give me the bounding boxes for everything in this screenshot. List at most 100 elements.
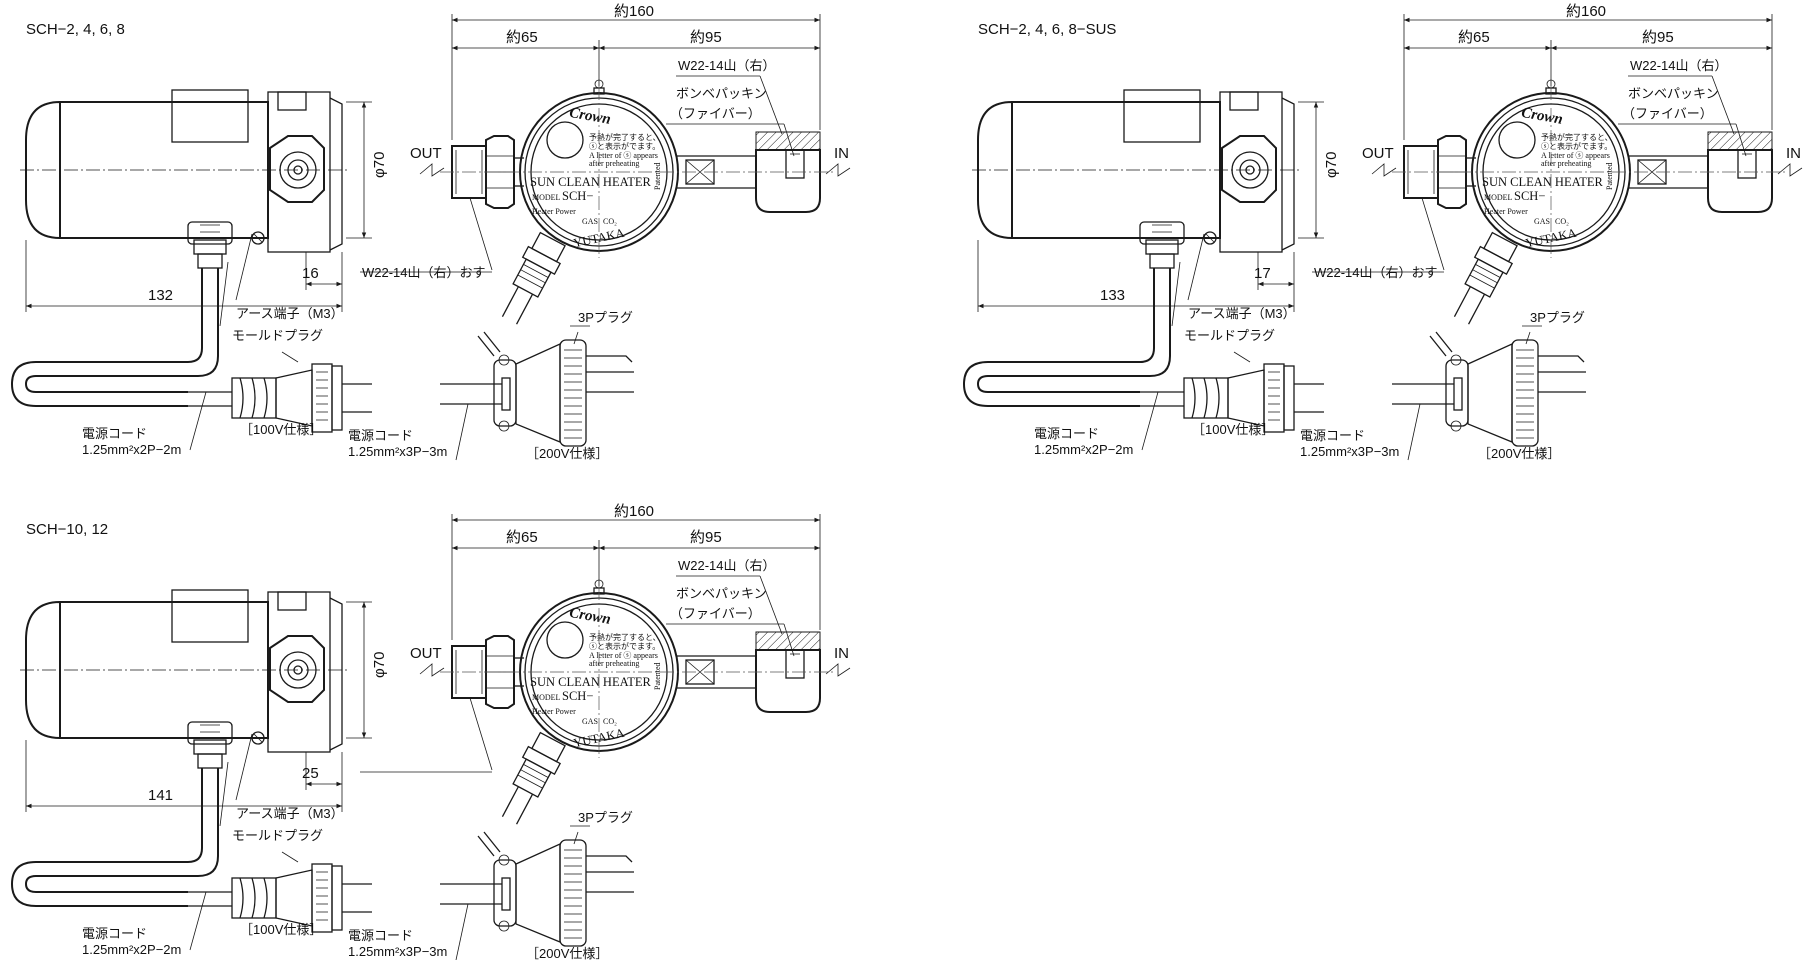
dim-left-label: 約65	[1458, 29, 1490, 46]
svg-text:SCH−: SCH−	[562, 689, 593, 703]
svg-text:MODEL: MODEL	[532, 693, 561, 702]
front-dims: 約160 約65 約95 W22-14山（右） ボンベパッキン （ファイバー）	[360, 503, 821, 773]
svg-text:after preheating: after preheating	[589, 159, 639, 168]
dim-total-label: 約160	[1566, 3, 1606, 20]
svg-text:Heater Power: Heater Power	[532, 707, 576, 716]
plug-200v: 3Pプラグ 電源コード 1.25mm²x3P−3m ［200V仕様］	[1300, 310, 1586, 461]
dim-offset-label: 16	[302, 265, 319, 282]
out-label: OUT	[1362, 145, 1394, 162]
title-label: SCH−2, 4, 6, 8−SUS	[978, 21, 1116, 38]
svg-text:GAS: GAS	[582, 217, 598, 226]
dim-total-label: 約160	[614, 503, 654, 520]
svg-text:MODEL: MODEL	[1484, 193, 1513, 202]
dim-total-label: 約160	[614, 3, 654, 20]
plug3p-label: 3Pプラグ	[578, 310, 633, 325]
cord100-spec-label: 1.25mm²x2P−2m	[82, 442, 181, 457]
gauge-brand: Crown	[1520, 105, 1564, 128]
variant-sch-2-4-6-8: SCH−2, 4, 6, 8	[10, 3, 851, 461]
dim-right-label: 約95	[1642, 29, 1674, 46]
svg-text:A letter of ⓢ appears: A letter of ⓢ appears	[589, 151, 658, 160]
cord-100v	[962, 268, 1324, 433]
dim-length-label: 141	[148, 787, 173, 804]
thread-top-label: W22-14山（右）	[678, 558, 776, 573]
svg-text:SUN CLEAN HEATER: SUN CLEAN HEATER	[530, 175, 651, 189]
dim-dia-label: φ70	[371, 652, 388, 678]
earth-label: アース端子（M3）	[236, 306, 344, 321]
out-label: OUT	[410, 645, 442, 662]
svg-text:after preheating: after preheating	[1541, 159, 1591, 168]
svg-text:Patented: Patented	[1605, 162, 1614, 190]
earth-label: アース端子（M3）	[1188, 306, 1296, 321]
svg-text:SUN CLEAN HEATER: SUN CLEAN HEATER	[1482, 175, 1603, 189]
packing-sub-label: （ファイバー）	[670, 606, 761, 621]
svg-text:SCH−: SCH−	[1514, 189, 1545, 203]
svg-text:ⓢと表示がでます。: ⓢと表示がでます。	[1541, 141, 1612, 151]
dim-left-label: 約65	[506, 529, 538, 546]
cord100-label: 電源コード	[1034, 426, 1099, 441]
cord200-spec-label: 1.25mm²x3P−3m	[1300, 444, 1399, 459]
packing-label: ボンベパッキン	[676, 586, 767, 601]
dim-right-label: 約95	[690, 529, 722, 546]
svg-text:after preheating: after preheating	[589, 659, 639, 668]
in-label: IN	[1786, 145, 1801, 162]
svg-text:Patented: Patented	[653, 162, 662, 190]
front-dims: 約160 約65 約95 W22-14山（右） ボンベパッキン （ファイバー） …	[1312, 3, 1773, 280]
mold-plug-label: モールドプラグ	[232, 828, 323, 843]
svg-text:予熱が完了すると、: 予熱が完了すると、	[589, 132, 661, 142]
svg-text:Heater Power: Heater Power	[1484, 207, 1528, 216]
plug3p-label: 3Pプラグ	[1530, 310, 1585, 325]
dim-right-label: 約95	[690, 29, 722, 46]
svg-text:Heater Power: Heater Power	[532, 207, 576, 216]
earth-label: アース端子（M3）	[236, 806, 344, 821]
dim-dia-label: φ70	[1323, 152, 1340, 178]
mold-plug-label: モールドプラグ	[232, 328, 323, 343]
side-dims: 141 25 φ70 アース端子（M3） モールドプラグ 電源コード 1.25m…	[25, 601, 388, 957]
packing-sub-label: （ファイバー）	[1622, 106, 1713, 121]
side-view	[20, 589, 350, 769]
thread-top-label: W22-14山（右）	[1630, 58, 1728, 73]
svg-text:SCH−: SCH−	[562, 189, 593, 203]
svg-text:ⓢと表示がでます。: ⓢと表示がでます。	[589, 641, 660, 651]
cord100-spec-label: 1.25mm²x2P−2m	[82, 942, 181, 957]
side-view	[20, 89, 350, 269]
v100-label: ［100V仕様］	[1192, 422, 1274, 437]
thread-bottom-label: W22-14山（右）おす	[362, 265, 486, 280]
side-view	[972, 89, 1302, 269]
cord-100v	[10, 768, 372, 933]
front-view: Crown 予熱が完了すると、 ⓢと表示がでます。 A letter of ⓢ …	[1362, 79, 1803, 325]
dim-offset-label: 25	[302, 765, 319, 782]
svg-text:CO₂: CO₂	[1555, 217, 1569, 226]
plug3p-label: 3Pプラグ	[578, 810, 633, 825]
svg-text:GAS: GAS	[582, 717, 598, 726]
svg-text:Patented: Patented	[653, 662, 662, 690]
in-label: IN	[834, 145, 849, 162]
cord-100v	[10, 268, 372, 433]
svg-text:ⓢと表示がでます。: ⓢと表示がでます。	[589, 141, 660, 151]
out-label: OUT	[410, 145, 442, 162]
v200-label: ［200V仕様］	[1478, 446, 1560, 461]
dim-left-label: 約65	[506, 29, 538, 46]
cord100-label: 電源コード	[82, 426, 147, 441]
in-label: IN	[834, 645, 849, 662]
packing-label: ボンベパッキン	[1628, 86, 1719, 101]
svg-text:GAS: GAS	[1534, 217, 1550, 226]
svg-text:SUN CLEAN HEATER: SUN CLEAN HEATER	[530, 675, 651, 689]
front-view: Crown 予熱が完了すると、 ⓢと表示がでます。 A letter of ⓢ …	[410, 79, 851, 325]
v100-label: ［100V仕様］	[240, 422, 322, 437]
svg-text:MODEL: MODEL	[532, 193, 561, 202]
front-view: Crown 予熱が完了すると、 ⓢと表示がでます。 A letter of ⓢ …	[410, 579, 851, 825]
side-dims: 132 16 φ70 アース端子（M3） モールドプラグ 電源コード 1.25m…	[25, 101, 388, 457]
packing-label: ボンベパッキン	[676, 86, 767, 101]
v200-label: ［200V仕様］	[526, 446, 608, 461]
cord100-spec-label: 1.25mm²x2P−2m	[1034, 442, 1133, 457]
svg-text:予熱が完了すると、: 予熱が完了すると、	[1541, 132, 1613, 142]
dim-dia-label: φ70	[371, 152, 388, 178]
packing-sub-label: （ファイバー）	[670, 106, 761, 121]
cord100-label: 電源コード	[82, 926, 147, 941]
gauge-brand: Crown	[568, 605, 612, 628]
dim-length-label: 132	[148, 287, 173, 304]
front-dims: 約160 約65 約95 W22-14山（右） ボンベパッキン （ファイバー） …	[360, 3, 821, 280]
v200-label: ［200V仕様］	[526, 946, 608, 960]
title-label: SCH−2, 4, 6, 8	[26, 21, 125, 38]
